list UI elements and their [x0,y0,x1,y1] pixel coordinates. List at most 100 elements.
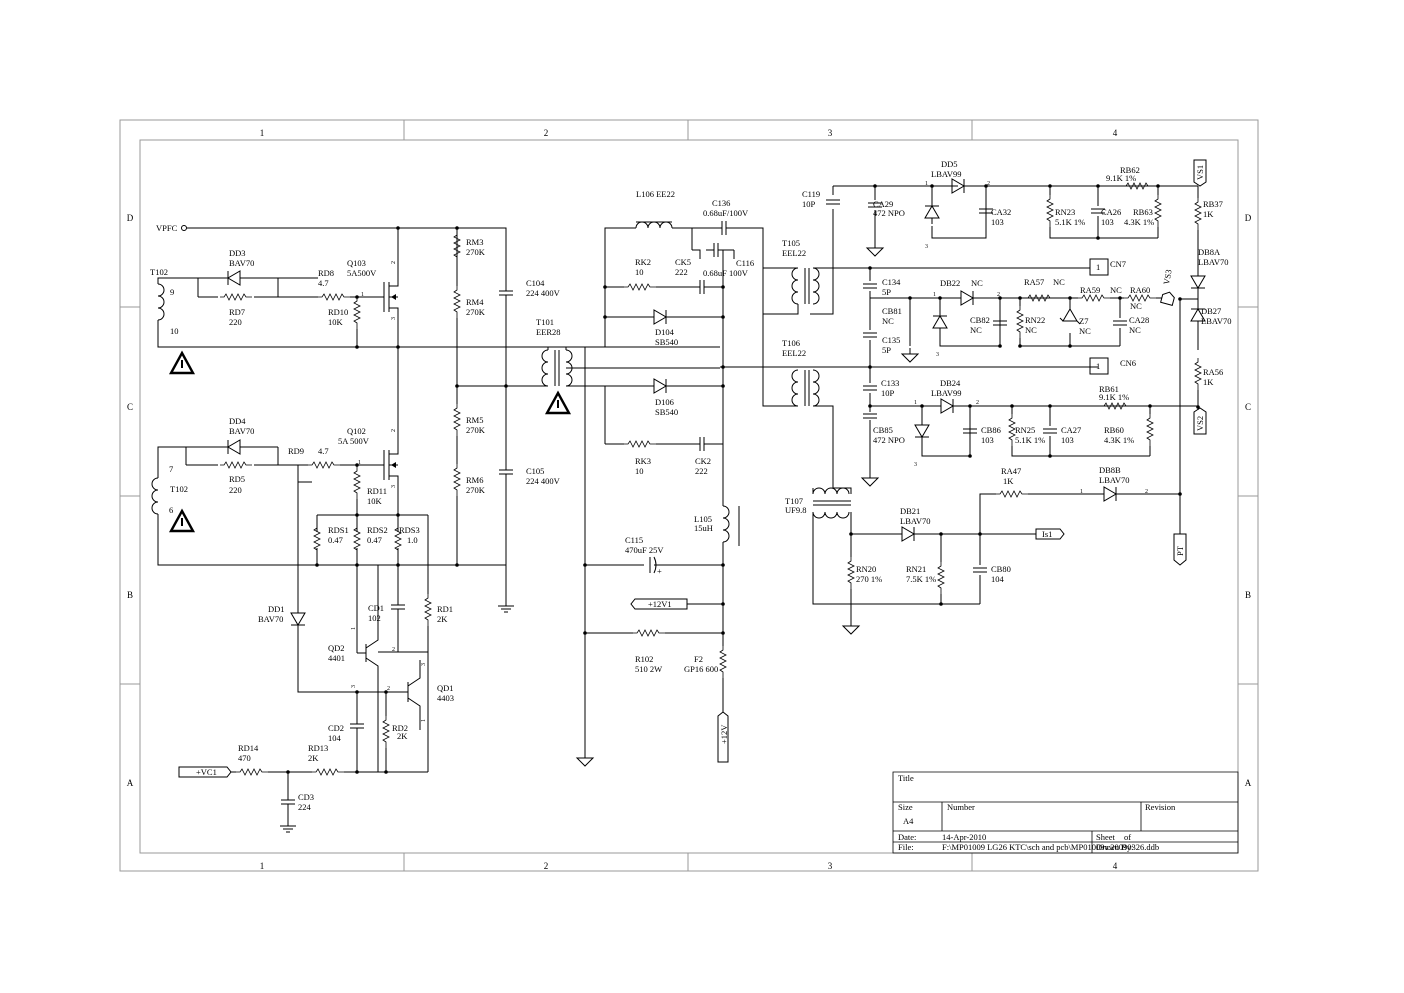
rm3-label: RM3 [466,237,483,247]
f2-fuse [719,645,727,679]
ca28-label: CA28 [1129,315,1149,325]
net-pt: PT [1175,545,1185,556]
title-label: Title [898,773,914,783]
q103-value: 5A500V [347,268,377,278]
l106-label: L106 EE22 [636,189,675,199]
dd4-label: DD4 [229,416,246,426]
cn6-label: CN6 [1120,358,1136,368]
r102-label: R102 [635,654,653,664]
date-value: 14-Apr-2010 [942,832,986,842]
t106-value: EEL22 [782,348,806,358]
rd13-label: RD13 [308,743,328,753]
feedback-section: C119 10P T105 EEL22 1 CN7 T106 EEL22 1 C… [762,159,1232,635]
c105-value: 224 400V [526,476,561,486]
f2-value: GP16 600 [684,664,718,674]
db24-diode-upper [934,398,960,414]
ca27-value: 103 [1061,435,1074,445]
cd3-ground-icon [279,819,297,833]
sheet-label: Sheet [1096,832,1116,842]
revision-label: Revision [1145,802,1176,812]
rb37-value: 1K [1203,209,1214,219]
ca29-ground-icon [866,241,884,257]
qd2-label: QD2 [328,643,345,653]
rd2-value: 2K [397,731,408,741]
net-12v1: +12V1 [648,599,672,609]
cb80-label: CB80 [991,564,1011,574]
db27-label: DB27 [1201,306,1221,316]
title-block: Title Size A4 Number Revision Date: 14-A… [892,771,1239,854]
dd5-diode-lower [924,199,940,225]
vpfc-terminal [181,225,187,231]
rd14-label: RD14 [238,743,259,753]
warning-icon-t101 [545,391,571,415]
q103-pin3: 3 [391,317,397,320]
rd10-resistor [353,296,361,330]
rd14-resistor [235,768,269,776]
c134-value: 5P [882,287,891,297]
zone-row-b-right: B [1245,590,1251,600]
db21-diode [895,526,921,542]
dd3-label: DD3 [229,248,246,258]
q103-pin1: 1 [361,292,364,298]
rb60-label: RB60 [1104,425,1124,435]
ra56-value: 1K [1203,377,1214,387]
c136-capacitor [713,220,735,236]
ck2-capacitor [691,436,713,452]
c133-value: 10P [881,388,895,398]
rk3-label: RK3 [635,456,651,466]
q103-label: Q103 [347,258,366,268]
rm4-label: RM4 [466,297,484,307]
rd13-value: 2K [308,753,319,763]
c135-value: 5P [882,345,891,355]
db8a-label: DB8A [1198,247,1221,257]
db8b-pin1: 1 [1080,489,1083,495]
cb85-ground-icon [861,471,879,487]
c104-label: C104 [526,278,545,288]
rk3-resistor [623,440,657,448]
rn25-label: RN25 [1015,425,1035,435]
z7-value: NC [1079,326,1091,336]
db24-value: LBAV99 [931,388,962,398]
warning-icon-bottom [169,509,195,533]
cb86-value: 103 [981,435,994,445]
t102-top-label: T102 [150,267,168,277]
rd11-label: RD11 [367,486,387,496]
rm6-value: 270K [466,485,486,495]
c119-value: 10P [802,199,816,209]
cd3-capacitor [280,791,296,813]
dd1-value: BAV70 [258,614,283,624]
rb37-label: RB37 [1203,199,1223,209]
db22-pin1: 1 [933,292,936,298]
zone-col-1-bottom: 1 [260,861,265,871]
t107-label: T107 [785,496,803,506]
c115-label: C115 [625,535,643,545]
r102-value: 510 2W [635,664,662,674]
rk2-label: RK2 [635,257,651,267]
net-12v: +12V [719,724,729,744]
cd1-label: CD1 [368,603,384,613]
rb60-value: 4.3K 1% [1104,435,1134,445]
cd2-capacitor [349,715,365,737]
zone-row-b-left: B [127,590,133,600]
cd1-value: 102 [368,613,381,623]
rb62-value: 9.1K 1% [1106,173,1136,183]
t105-value: EEL22 [782,248,806,258]
rn23-resistor [1046,194,1054,228]
c115-value: 470uF 25V [625,545,664,555]
t101-label: T101 [536,317,554,327]
rn21-value: 7.5K 1% [906,574,936,584]
net-vs1: VS1 [1195,165,1205,180]
cb85-label: CB85 [873,425,893,435]
f2-label: F2 [694,654,703,664]
ra59-value: NC [1110,285,1122,295]
cd2-value: 104 [328,733,342,743]
rb61-value: 9.1K 1% [1099,392,1129,402]
cb86-label: CB86 [981,425,1001,435]
ra57-label: RA57 [1024,277,1044,287]
zone-row-c-left: C [127,402,133,412]
file-value: F:\MP01009 LG26 KTC\sch and pcb\MP01009v… [942,842,1159,852]
rb37-resistor [1194,197,1202,231]
dd1-diode [290,606,306,632]
z7-label: Z7 [1079,316,1088,326]
